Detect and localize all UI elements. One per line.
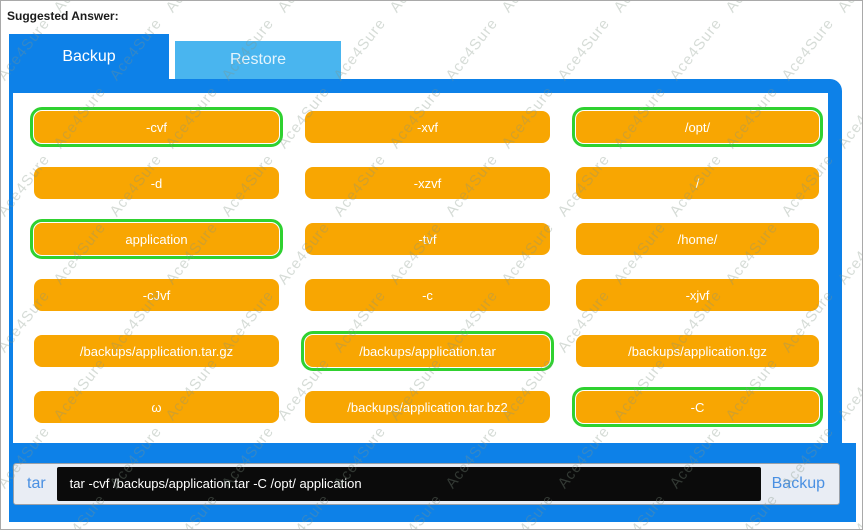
options-grid: -cvf -xvf /opt/ -d -xzvf / application -… [13,93,828,427]
option-d[interactable]: -d [34,167,279,199]
command-bar: tar tar -cvf /backups/application.tar -C… [13,463,840,505]
command-prefix-label: tar [27,475,46,492]
watermark-text: Ace4Sure [722,1,781,16]
watermark-text: Ace4Sure [554,15,614,84]
option-backups-application-tar-bz2[interactable]: /backups/application.tar.bz2 [305,391,550,423]
option-cvf[interactable]: -cvf [30,107,283,147]
watermark-text: Ace4Sure [666,15,726,84]
option-backups-application-tgz[interactable]: /backups/application.tgz [576,335,819,367]
option-c[interactable]: -c [305,279,550,311]
watermark-text: Ace4Sure [610,1,669,16]
watermark-text: Ace4Sure [162,1,221,16]
command-input[interactable]: tar -cvf /backups/application.tar -C /op… [56,467,761,501]
option-tvf[interactable]: -tvf [305,223,550,255]
watermark-text: Ace4Sure [834,1,862,16]
option-xjvf[interactable]: -xjvf [576,279,819,311]
watermark-text: Ace4Sure [386,1,445,16]
option-backups-application-tar[interactable]: /backups/application.tar [301,331,554,371]
option-slash[interactable]: / [576,167,819,199]
option-cjvf[interactable]: -cJvf [34,279,279,311]
option-home[interactable]: /home/ [576,223,819,255]
option-xzvf[interactable]: -xzvf [305,167,550,199]
backup-submit-button[interactable]: Backup [771,475,825,492]
option-dash-capital-c[interactable]: -C [572,387,823,427]
option-opt[interactable]: /opt/ [572,107,823,147]
tab-restore[interactable]: Restore [175,41,341,79]
suggested-answer-label: Suggested Answer: [7,9,119,23]
option-omega[interactable]: ω [34,391,279,423]
options-panel: -cvf -xvf /opt/ -d -xzvf / application -… [9,79,842,460]
watermark-text: Ace4Sure [442,15,502,84]
watermark-text: Ace4Sure [778,15,838,84]
watermark-text: Ace4Sure [274,1,333,16]
option-xvf[interactable]: -xvf [305,111,550,143]
command-frame: tar tar -cvf /backups/application.tar -C… [9,443,856,522]
option-backups-application-tar-gz[interactable]: /backups/application.tar.gz [34,335,279,367]
tab-backup[interactable]: Backup [9,34,169,80]
watermark-text: Ace4Sure [498,1,557,16]
option-application[interactable]: application [30,219,283,259]
